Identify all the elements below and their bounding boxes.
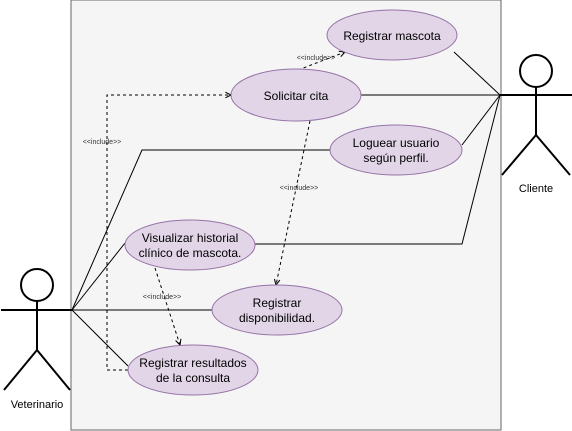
use-case-label: Registrar resultados [139,356,246,370]
actor-label: Veterinario [11,399,64,411]
actor-head-icon [519,54,553,88]
actor-label: Cliente [519,183,553,195]
cliente-associations [254,51,501,245]
actor-head-icon [20,268,54,302]
use-case-label: Registrar [253,296,302,310]
use-case-loguear-usuario[interactable]: Loguear usuario según perfil. [329,124,463,176]
use-case-label: Visualizar historial [142,231,239,245]
include-resultados-cita [106,95,231,371]
use-case-label: Solicitar cita [264,89,329,103]
include-label: <<include>> [83,139,122,146]
include-cita-mascota [297,52,345,71]
assoc-cliente-mascota [453,51,501,96]
include-label: <<include>> [297,55,336,62]
assoc-vet-historial [71,242,126,311]
use-case-registrar-mascota[interactable]: Registrar mascota [326,9,458,61]
assoc-cliente-historial [254,94,501,245]
use-case-registrar-disponibilidad[interactable]: Registrar disponibilidad. [211,284,343,336]
include-label: <<include>> [143,294,182,301]
actor-cliente[interactable]: Cliente [500,54,572,195]
use-case-registrar-resultados[interactable]: Registrar resultados de la consulta [127,344,259,396]
use-case-label: disponibilidad. [239,311,315,325]
assoc-cliente-loguear [461,94,501,146]
include-cita-disponibilidad [276,120,311,285]
include-historial-resultados [154,267,180,345]
assoc-vet-loguear [71,149,330,311]
use-case-label: de la consulta [156,371,230,385]
veterinario-associations [71,149,330,367]
assoc-vet-resultados [71,309,129,367]
use-case-visualizar-historial[interactable]: Visualizar historial clínico de mascota. [124,219,256,271]
use-case-label: clínico de mascota. [139,246,242,260]
use-case-label: Registrar mascota [343,29,441,43]
include-label: <<include>> [280,185,319,192]
include-dependencies [106,52,345,371]
actor-veterinario[interactable]: Veterinario [1,268,72,411]
use-case-label: Loguear usuario [353,136,440,150]
use-case-label: según perfil. [363,151,428,165]
use-case-solicitar-cita[interactable]: Solicitar cita [230,68,362,122]
